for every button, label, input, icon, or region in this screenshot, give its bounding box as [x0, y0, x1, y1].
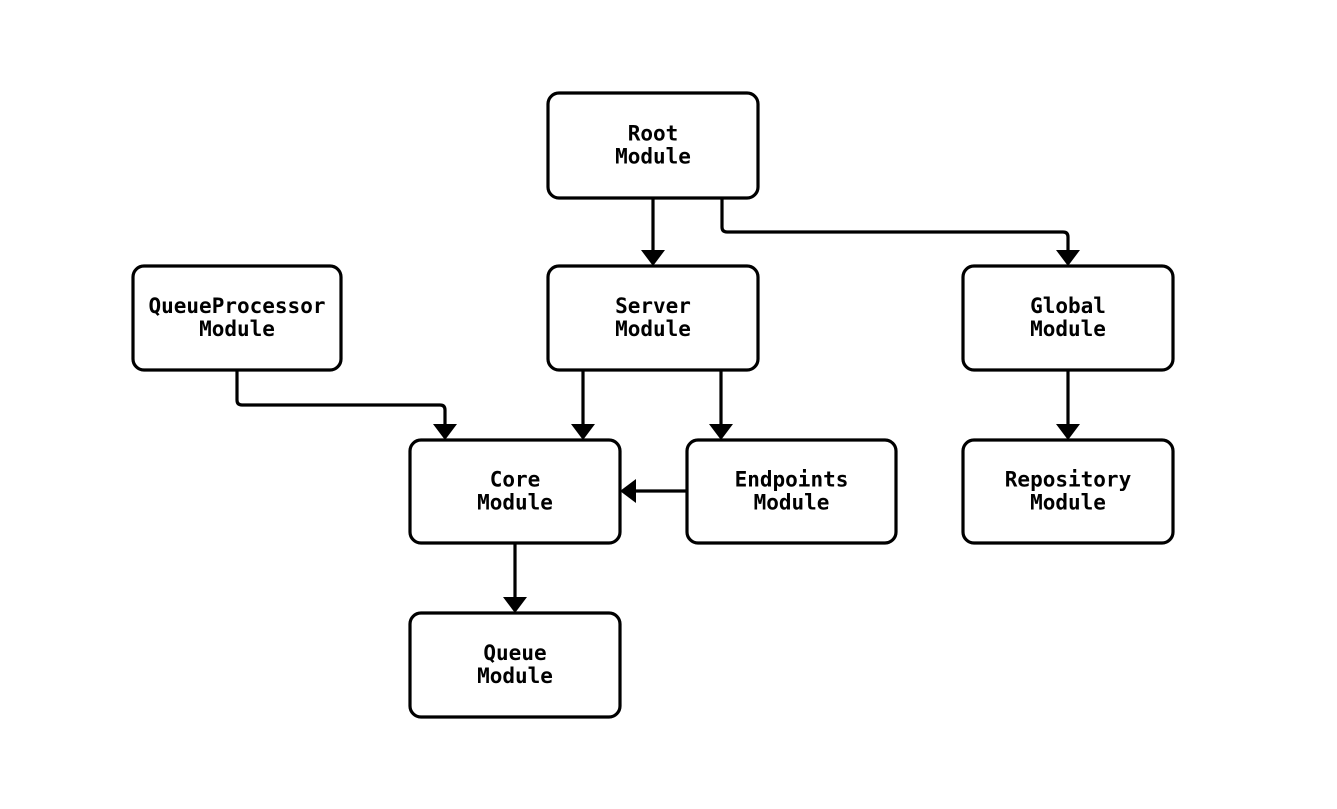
- node-box-global[interactable]: [961, 264, 1175, 372]
- node-box-server[interactable]: [546, 264, 760, 372]
- head-root-to-global: [1056, 250, 1080, 266]
- node-label-root-line1: Root: [628, 122, 679, 146]
- node-box-queueprocessor[interactable]: [131, 264, 343, 372]
- head-queueprocessor-to-core: [433, 424, 457, 440]
- node-label-root-line2: Module: [615, 145, 691, 169]
- head-root-to-server: [641, 250, 665, 266]
- node-label-repository-line1: Repository: [1005, 468, 1132, 492]
- node-box-endpoints[interactable]: [685, 438, 898, 545]
- node-label-endpoints-line2: Module: [754, 491, 830, 515]
- nodes-layer: RootModuleQueueProcessorModuleServerModu…: [131, 91, 1175, 719]
- arrowheads-layer: [433, 250, 1080, 613]
- node-box-repository[interactable]: [961, 438, 1175, 545]
- node-label-queue-line2: Module: [477, 664, 553, 688]
- node-label-server-line1: Server: [615, 294, 691, 318]
- head-endpoints-to-core: [620, 479, 636, 503]
- edge-root-to-global: [720, 198, 1070, 252]
- edges-layer: [235, 198, 1070, 599]
- node-box-core[interactable]: [408, 438, 622, 545]
- head-server-to-endpoints: [709, 424, 733, 440]
- head-server-to-core: [571, 424, 595, 440]
- node-label-queueprocessor-line2: Module: [199, 317, 275, 341]
- edge-queueprocessor-to-core: [235, 370, 447, 426]
- node-label-queue-line1: Queue: [483, 641, 546, 665]
- node-label-endpoints-line1: Endpoints: [735, 468, 849, 492]
- node-label-core-line1: Core: [490, 468, 541, 492]
- node-label-global-line2: Module: [1030, 317, 1106, 341]
- node-label-server-line2: Module: [615, 317, 691, 341]
- node-label-repository-line2: Module: [1030, 491, 1106, 515]
- node-box-queue[interactable]: [408, 611, 622, 719]
- node-box-root[interactable]: [546, 91, 760, 200]
- node-label-queueprocessor-line1: QueueProcessor: [148, 294, 325, 318]
- node-label-core-line2: Module: [477, 491, 553, 515]
- head-global-to-repository: [1056, 424, 1080, 440]
- node-label-global-line1: Global: [1030, 294, 1106, 318]
- head-core-to-queue: [503, 597, 527, 613]
